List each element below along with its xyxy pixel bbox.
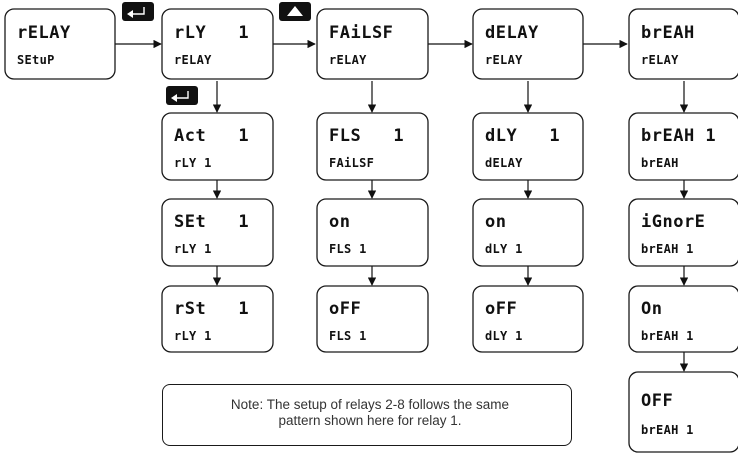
display-bottom-text: dELAY <box>485 156 523 170</box>
display-top-text: iGnorE <box>641 212 705 232</box>
display-break-on: On brEAH 1 <box>628 285 738 353</box>
enter-button-icon <box>122 2 154 21</box>
display-bottom-text: brEAH 1 <box>641 329 694 343</box>
display-top-text: oFF <box>329 299 361 319</box>
display-bottom-text: rELAY <box>485 53 523 67</box>
display-top-text: Act 1 <box>174 126 249 146</box>
note-box: Note: The setup of relays 2-8 follows th… <box>162 384 572 446</box>
display-rly1: rLY 1 rELAY <box>161 8 274 80</box>
display-top-text: dLY 1 <box>485 126 560 146</box>
up-arrow-button-icon <box>279 2 311 21</box>
display-top-text: brEAH 1 <box>641 126 716 146</box>
display-dly-off: oFF dLY 1 <box>472 285 584 353</box>
note-line-1: Note: The setup of relays 2-8 follows th… <box>230 397 510 412</box>
display-top-text: rELAY <box>17 23 71 43</box>
display-set1: SEt 1 rLY 1 <box>161 198 274 267</box>
display-bottom-text: brEAH 1 <box>641 242 694 256</box>
display-act1: Act 1 rLY 1 <box>161 112 274 181</box>
display-bottom-text: dLY 1 <box>485 242 523 256</box>
display-fls1: FLS 1 FAiLSF <box>316 112 429 181</box>
display-top-text: oFF <box>485 299 517 319</box>
display-bottom-text: rLY 1 <box>174 156 212 170</box>
display-bottom-text: brEAH <box>641 156 679 170</box>
display-fls-on: on FLS 1 <box>316 198 429 267</box>
note-text: Note: The setup of relays 2-8 follows th… <box>175 397 565 429</box>
display-fls-off: oFF FLS 1 <box>316 285 429 353</box>
connectors <box>115 39 689 372</box>
display-top-text: FLS 1 <box>329 126 404 146</box>
display-top-text: on <box>329 212 350 232</box>
display-rst1: rSt 1 rLY 1 <box>161 285 274 353</box>
display-bottom-text: SEtuP <box>17 53 55 67</box>
display-failsf: FAiLSF rELAY <box>316 8 429 80</box>
display-bottom-text: rELAY <box>329 53 367 67</box>
display-dly-on: on dLY 1 <box>472 198 584 267</box>
display-bottom-text: FAiLSF <box>329 156 374 170</box>
display-break1: brEAH 1 brEAH <box>628 112 738 181</box>
display-bottom-text: rELAY <box>174 53 212 67</box>
display-bottom-text: FLS 1 <box>329 329 367 343</box>
display-bottom-text: rLY 1 <box>174 242 212 256</box>
display-ignore: iGnorE brEAH 1 <box>628 198 738 267</box>
display-top-text: on <box>485 212 506 232</box>
display-top-text: brEAH <box>641 23 695 43</box>
display-bottom-text: FLS 1 <box>329 242 367 256</box>
display-break-off: OFF brEAH 1 <box>628 371 738 453</box>
display-break: brEAH rELAY <box>628 8 738 80</box>
display-top-text: OFF <box>641 391 673 411</box>
display-bottom-text: rELAY <box>641 53 679 67</box>
enter-button-icon <box>166 86 198 105</box>
display-bottom-text: rLY 1 <box>174 329 212 343</box>
display-bottom-text: dLY 1 <box>485 329 523 343</box>
display-top-text: FAiLSF <box>329 23 393 43</box>
note-line-2: pattern shown here for relay 1. <box>278 413 462 428</box>
display-top-text: dELAY <box>485 23 539 43</box>
display-dly1: dLY 1 dELAY <box>472 112 584 181</box>
display-bottom-text: brEAH 1 <box>641 423 694 437</box>
display-top-text: rSt 1 <box>174 299 249 319</box>
display-top-text: On <box>641 299 662 319</box>
display-delay: dELAY rELAY <box>472 8 584 80</box>
display-top-text: SEt 1 <box>174 212 249 232</box>
display-top-text: rLY 1 <box>174 23 249 43</box>
display-relay-setup: rELAY SEtuP <box>4 8 116 80</box>
